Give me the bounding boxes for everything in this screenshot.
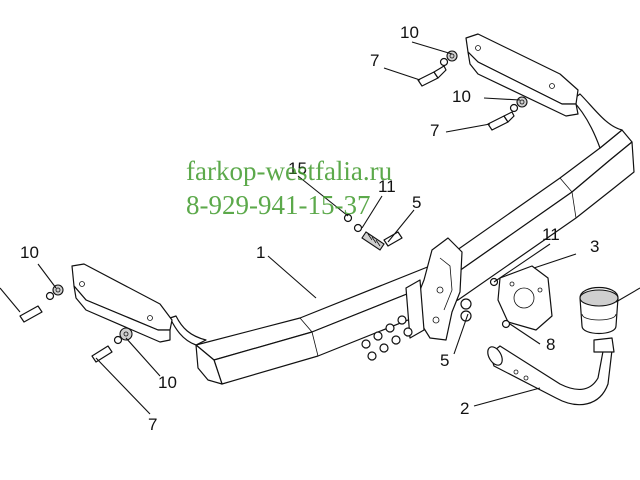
crossbar-part-1 [169, 93, 635, 385]
watermark-site: farkop-westfalia.ru [186, 156, 393, 186]
callout-8: 8 [546, 335, 555, 354]
callout-7-mid: 7 [430, 121, 439, 140]
callout-10-top: 10 [400, 23, 419, 42]
callout-3: 3 [590, 237, 599, 256]
right-side-bracket [465, 33, 579, 117]
socket-plate-part-3 [489, 265, 553, 331]
callout-5-mid: 5 [412, 193, 421, 212]
callout-5-low: 5 [440, 351, 449, 370]
centre-mount-plate [405, 237, 463, 341]
watermark: farkop-westfalia.ru 8-929-941-15-37 [186, 156, 393, 220]
callout-7-low: 7 [148, 415, 157, 434]
callout-10-mid: 10 [452, 87, 471, 106]
tow-ball-cover [579, 287, 619, 335]
left-side-bracket [71, 263, 173, 343]
callout-7-top: 7 [370, 51, 379, 70]
tow-ball-arm-part-2 [487, 337, 615, 406]
leader-lines [0, 41, 640, 415]
callout-labels: 10 7 10 7 15 11 5 1 10 11 3 5 8 10 7 2 [20, 23, 599, 434]
callout-11-mid: 11 [378, 177, 396, 196]
top-right-fasteners [417, 50, 528, 131]
callout-10-low: 10 [158, 373, 177, 392]
watermark-phone: 8-929-941-15-37 [186, 190, 370, 220]
callout-1: 1 [256, 243, 265, 262]
nut-cluster [361, 298, 472, 361]
callout-15: 15 [288, 159, 307, 178]
callout-10-left: 10 [20, 243, 39, 262]
callout-2: 2 [460, 399, 469, 418]
callout-11-right: 11 [542, 225, 560, 244]
